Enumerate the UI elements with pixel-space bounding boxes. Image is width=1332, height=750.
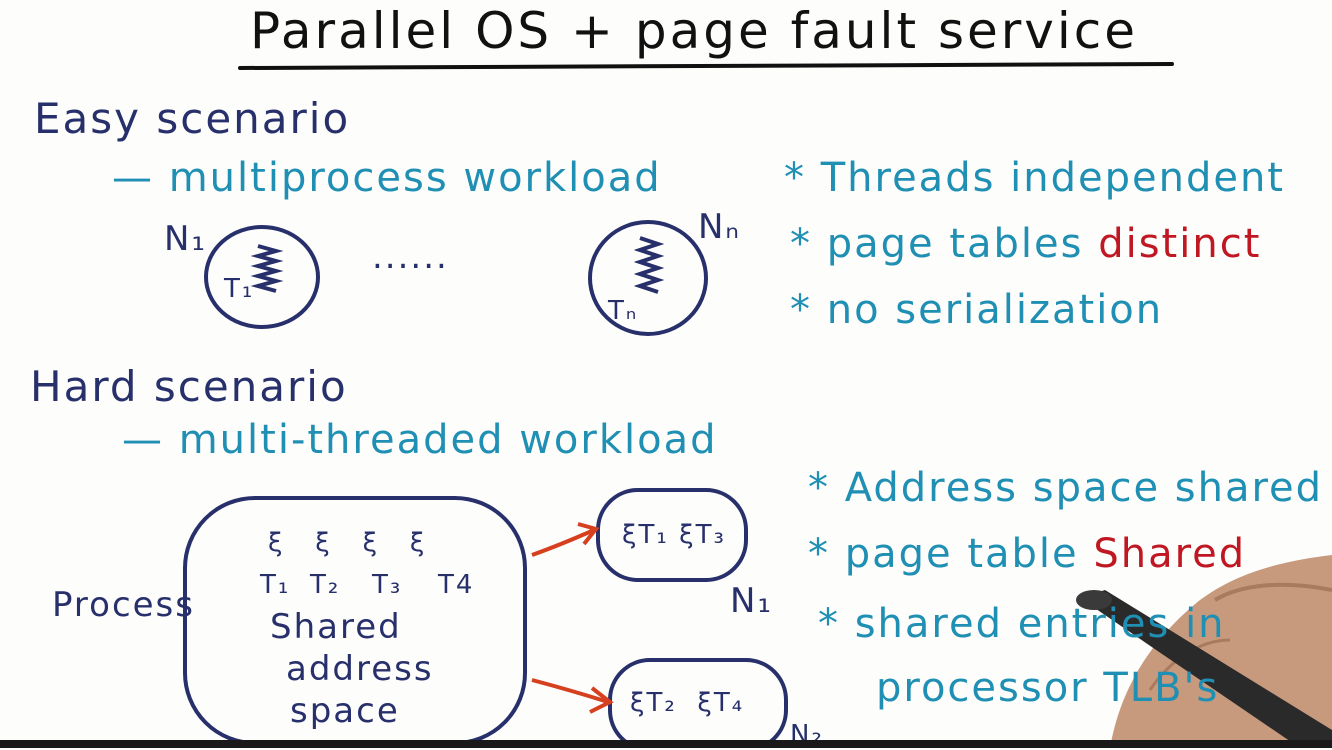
bullet-star: * bbox=[790, 287, 812, 333]
bullet-text: no serialization bbox=[826, 287, 1164, 333]
thread-label-right: Tₙ bbox=[608, 296, 639, 326]
node-label-right: Nₙ bbox=[698, 207, 741, 247]
easy-scenario-heading: Easy scenario bbox=[34, 94, 351, 143]
bullet-text: page table bbox=[844, 531, 1094, 577]
bullet-highlight: Shared bbox=[1093, 531, 1247, 577]
thread-squiggle-left bbox=[250, 244, 284, 293]
hard-workload-label: — multi-threaded workload bbox=[122, 417, 718, 463]
node1-thread-a: T₁ bbox=[638, 520, 669, 550]
bullet-star: * bbox=[808, 465, 830, 511]
process-thread-squiggles: ξ ξ ξ ξ bbox=[268, 528, 427, 558]
bullet-text: Address space shared bbox=[844, 465, 1324, 511]
easy-workload-label: — multiprocess workload bbox=[112, 155, 662, 201]
hard-bullet-2: * page table Shared bbox=[808, 534, 1246, 574]
page-title: Parallel OS + page fault service bbox=[250, 2, 1139, 60]
arrowhead-node1 bbox=[577, 522, 600, 546]
bullet-star: * bbox=[808, 531, 830, 577]
node2-threads: ξT₂ ξT₄ bbox=[630, 688, 745, 718]
process-label: Process bbox=[52, 585, 195, 625]
bullet-highlight: distinct bbox=[1098, 221, 1262, 267]
ellipsis-dots: ...... bbox=[372, 237, 449, 277]
bullet-text: Threads independent bbox=[820, 155, 1285, 201]
bullet-star: * bbox=[784, 155, 806, 201]
hard-scenario-heading: Hard scenario bbox=[30, 362, 348, 411]
thread-label-left: T₁ bbox=[224, 274, 255, 304]
arrow-to-node2 bbox=[531, 678, 609, 704]
bullet-text: shared entries in bbox=[854, 601, 1226, 647]
easy-bullet-2: * page tables distinct bbox=[790, 224, 1261, 264]
video-bottom-bar bbox=[0, 740, 1332, 748]
hard-bullet-1: * Address space shared bbox=[808, 468, 1323, 508]
shared-line-1: Shared bbox=[270, 607, 402, 647]
node-circle-left bbox=[204, 225, 320, 329]
arrow-to-node1 bbox=[531, 528, 595, 557]
node1-box bbox=[596, 488, 748, 582]
process-thread-1: T₁ bbox=[260, 570, 291, 600]
title-underline bbox=[238, 62, 1174, 70]
shared-line-3: space bbox=[290, 691, 400, 731]
bullet-star: * bbox=[790, 221, 812, 267]
hard-bullet-3: * shared entries in bbox=[818, 604, 1226, 644]
process-thread-2: T₂ bbox=[310, 570, 341, 600]
node2-box bbox=[608, 658, 788, 748]
bullet-text: page tables bbox=[826, 221, 1099, 267]
hard-bullet-3-continuation: processor TLB's bbox=[876, 665, 1220, 711]
process-thread-4: T4 bbox=[438, 570, 475, 600]
easy-bullet-3: * no serialization bbox=[790, 290, 1163, 330]
bullet-star: * bbox=[818, 601, 840, 647]
pen-hand-illustration bbox=[1076, 555, 1332, 748]
easy-bullet-1: * Threads independent bbox=[784, 158, 1285, 198]
process-thread-3: T₃ bbox=[372, 570, 403, 600]
node1-label: N₁ bbox=[730, 581, 774, 621]
arrowhead-node2 bbox=[589, 686, 614, 714]
shared-line-2: address bbox=[286, 649, 434, 689]
node1-threads: ξT₁ ξT₃ bbox=[622, 520, 726, 550]
node2-thread-a: T₂ bbox=[646, 688, 677, 718]
node2-thread-b: T₄ bbox=[713, 688, 745, 718]
node-circle-right bbox=[588, 220, 708, 336]
node1-thread-b: T₃ bbox=[695, 520, 726, 550]
node-label-left: N₁ bbox=[164, 219, 208, 259]
thread-squiggle-right bbox=[633, 236, 665, 294]
